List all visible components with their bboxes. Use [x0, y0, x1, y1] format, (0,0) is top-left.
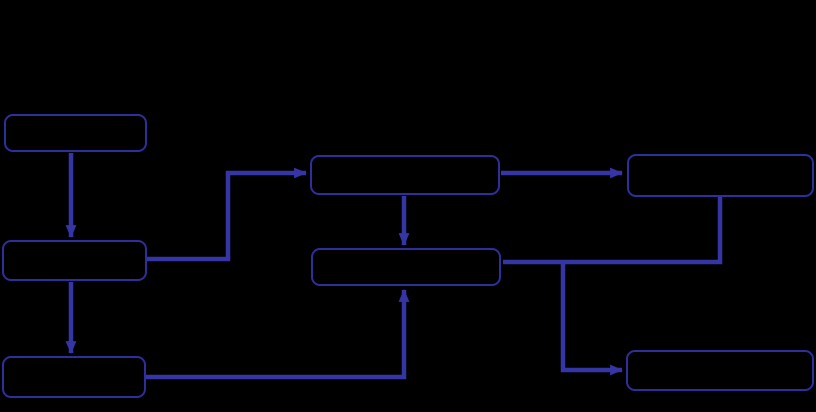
flowchart-node-1	[4, 114, 147, 152]
flowchart-node-4	[310, 155, 500, 195]
flowchart-node-5	[311, 248, 501, 286]
flowchart-node-6	[627, 154, 814, 197]
edge-node2-node4	[146, 167, 308, 262]
flowchart-node-7	[626, 350, 814, 391]
edge-node6-node5	[503, 197, 723, 265]
edge-branch-node7	[560, 262, 624, 376]
flowchart-node-2	[2, 240, 147, 281]
flowchart-node-3	[2, 356, 146, 398]
edge-node3-node5	[146, 288, 410, 380]
